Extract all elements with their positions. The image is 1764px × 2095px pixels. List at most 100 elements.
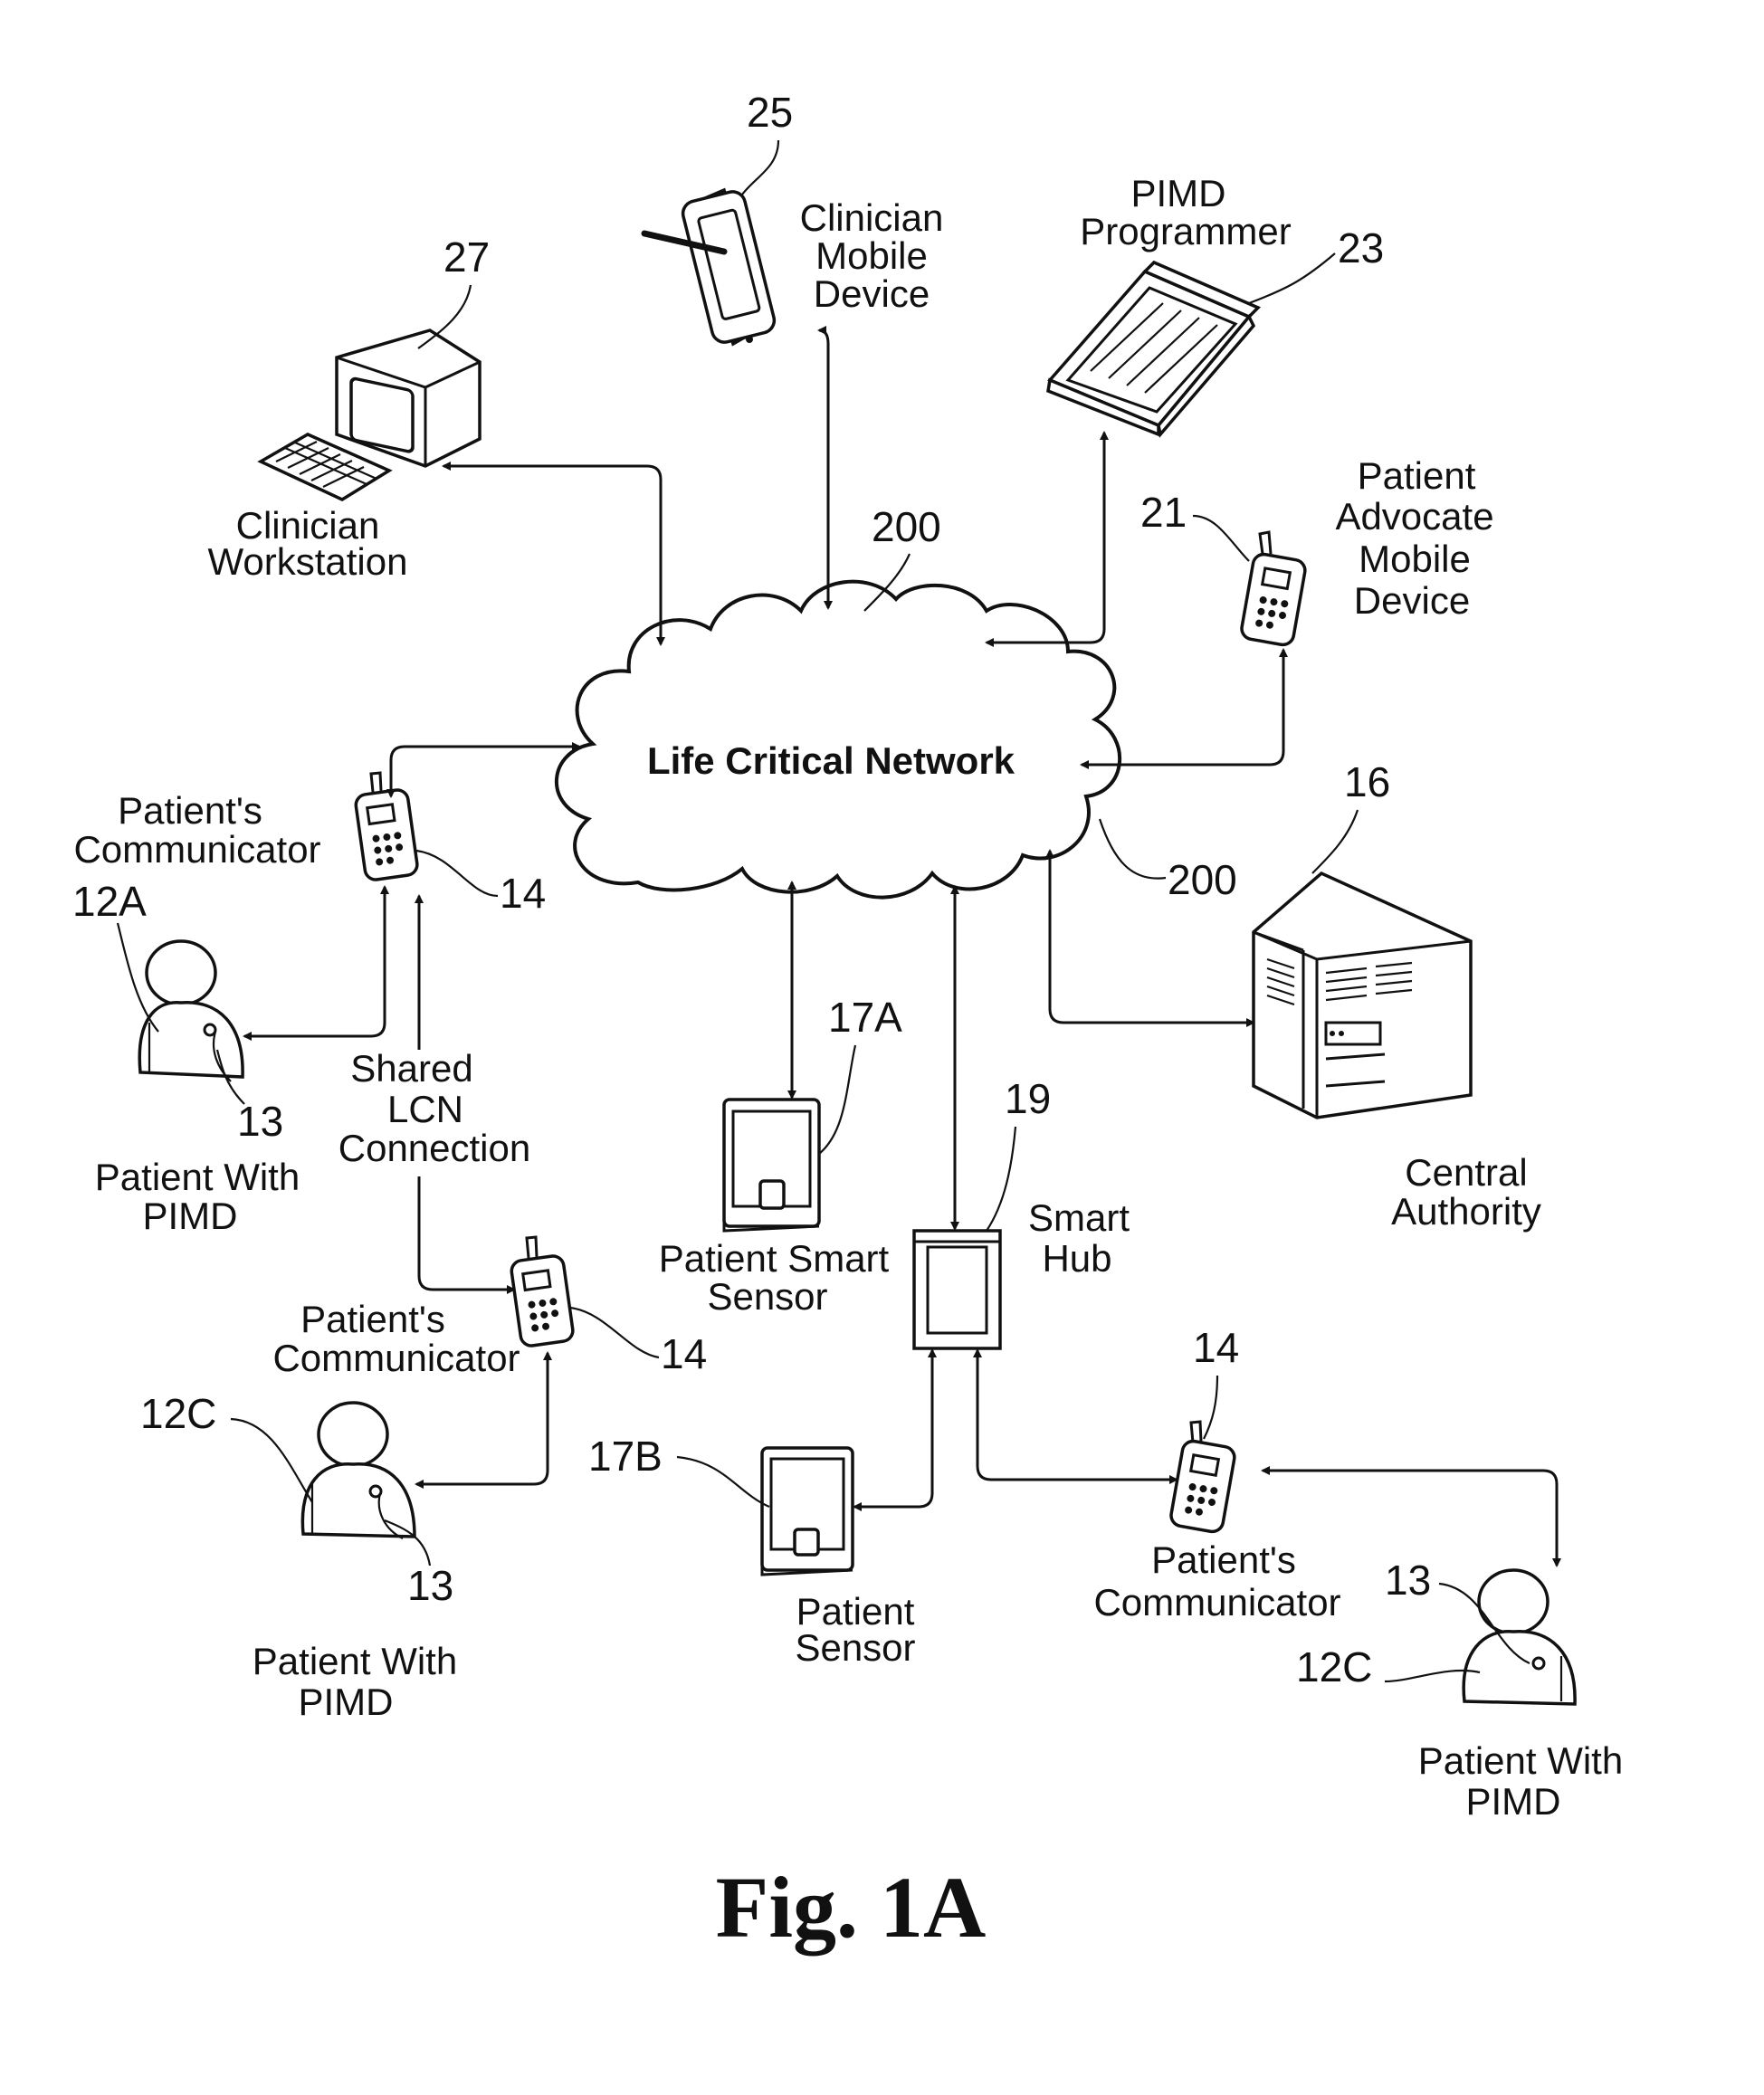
advocate-phone-icon: [1240, 532, 1307, 646]
ref-200-right: 200: [1168, 856, 1237, 903]
patient-a-ref: 12A: [72, 878, 147, 925]
workstation-monitor-icon: [337, 330, 480, 466]
smart-sensor-device-icon: [724, 1100, 819, 1231]
smart-sensor-label-1: Patient Smart: [659, 1237, 890, 1280]
pimd-programmer: 23 PIMD Programmer: [1048, 172, 1384, 434]
shared-lcn-label-3: Connection: [338, 1127, 530, 1169]
advocate-ref: 21: [1140, 489, 1187, 536]
clinician-mobile-label-3: Device: [814, 272, 930, 315]
communicator-c-label-2: Communicator: [1093, 1581, 1340, 1624]
link-workstation-network: [443, 466, 661, 644]
link-hub-patientsensor: [854, 1350, 932, 1507]
tablet-stylus-icon: [644, 189, 777, 345]
patients-communicator-b: 14 Patient's Communicator: [272, 1237, 707, 1379]
leader-14-a: [416, 851, 498, 896]
server-icon: [1254, 873, 1471, 1118]
workstation-ref: 27: [443, 233, 490, 281]
patient-c-ref: 12C: [1296, 1643, 1372, 1690]
communicator-a-label-1: Patient's: [118, 789, 262, 832]
patients-communicator-c: 14 Patient's Communicator: [1093, 1324, 1340, 1624]
network-label-main: Life Critical Network: [647, 739, 1015, 782]
leader-12c-b: [231, 1419, 312, 1502]
communicator-a-phone-icon: [355, 773, 419, 881]
advocate-label-2: Advocate: [1335, 495, 1493, 538]
leader-25: [742, 140, 778, 195]
smart-hub-ref: 19: [1005, 1075, 1051, 1122]
workstation-label-2: Workstation: [208, 540, 408, 583]
patient-sensor-device-icon: [762, 1448, 853, 1575]
shared-lcn-connection: Shared LCN Connection: [338, 1047, 530, 1169]
leader-14-b: [570, 1308, 659, 1357]
smart-hub: 19 Smart Hub: [914, 1075, 1130, 1348]
shared-lcn-label-2: LCN: [387, 1088, 463, 1130]
link-commA-patientA: [244, 887, 385, 1036]
smart-hub-label-2: Hub: [1042, 1237, 1111, 1280]
patient-a-pimd-ref: 13: [237, 1098, 283, 1145]
link-commC-patientC: [1263, 1471, 1557, 1566]
central-authority-label-1: Central: [1405, 1151, 1527, 1194]
communicator-b-label-2: Communicator: [272, 1337, 520, 1379]
patient-b-label-1: Patient With: [253, 1640, 457, 1682]
advocate-label-4: Device: [1354, 579, 1470, 622]
pimd-programmer-label-1: PIMD: [1131, 172, 1226, 214]
link-mobile-network: [819, 330, 828, 608]
link-shared-down: [419, 1176, 514, 1290]
central-authority-ref: 16: [1344, 758, 1390, 805]
leader-200-right: [1100, 819, 1166, 879]
patient-a-label-2: PIMD: [143, 1195, 238, 1237]
patient-a-person-icon: [139, 941, 243, 1081]
patient-b: 12C 13 Patient With PIMD: [140, 1390, 457, 1723]
ref-200-top: 200: [872, 503, 941, 550]
patient-c-label-1: Patient With: [1418, 1739, 1623, 1782]
patient-advocate-mobile-device: 21 Patient Advocate Mobile Device: [1140, 454, 1494, 646]
patient-b-label-2: PIMD: [299, 1681, 394, 1723]
advocate-label-1: Patient: [1358, 454, 1476, 497]
leader-19: [987, 1127, 1015, 1231]
patient-b-person-icon: [302, 1403, 415, 1538]
patient-a-label-1: Patient With: [95, 1156, 300, 1198]
clinician-workstation: 27 Clinician Workstation: [208, 233, 491, 583]
patient-sensor-label-2: Sensor: [795, 1626, 915, 1669]
laptop-icon: [1048, 262, 1258, 434]
shared-lcn-label-1: Shared: [350, 1047, 472, 1090]
link-hub-commC: [977, 1350, 1177, 1480]
clinician-mobile-ref: 25: [747, 89, 793, 136]
smart-sensor-label-2: Sensor: [707, 1275, 827, 1318]
leader-21: [1193, 516, 1249, 561]
patient-smart-sensor: 17A Patient Smart Sensor: [659, 994, 902, 1318]
leader-17a: [819, 1045, 855, 1154]
central-authority-label-2: Authority: [1391, 1190, 1541, 1233]
patient-sensor: 17B Patient Sensor: [588, 1433, 916, 1669]
patient-c-label-2: PIMD: [1466, 1780, 1561, 1823]
patient-a: 12A 13 Patient With PIMD: [72, 878, 300, 1237]
clinician-mobile-label-2: Mobile: [815, 234, 928, 277]
patient-b-pimd-ref: 13: [407, 1562, 453, 1609]
communicator-a-label-2: Communicator: [73, 828, 320, 871]
leader-23: [1249, 253, 1335, 303]
leader-14-c: [1204, 1376, 1217, 1439]
communicator-c-phone-icon: [1169, 1422, 1236, 1533]
patient-b-ref: 12C: [140, 1390, 216, 1437]
link-commA-network: [391, 747, 579, 796]
central-authority: 16 Central Authority: [1254, 758, 1541, 1233]
communicator-a-ref: 14: [500, 870, 546, 917]
clinician-mobile-label-1: Clinician: [800, 196, 944, 239]
patient-c: 13 12C Patient With PIMD: [1296, 1557, 1623, 1823]
communicator-b-label-1: Patient's: [300, 1298, 445, 1340]
clinician-mobile-device: 25 Clinician Mobile Device: [644, 89, 943, 345]
smart-hub-label-1: Smart: [1028, 1196, 1130, 1239]
patient-c-pimd-ref: 13: [1385, 1557, 1431, 1604]
leader-16: [1312, 810, 1358, 873]
communicator-b-ref: 14: [661, 1330, 707, 1377]
communicator-c-label-1: Patient's: [1151, 1538, 1296, 1581]
advocate-label-3: Mobile: [1359, 538, 1471, 580]
smart-sensor-ref: 17A: [828, 994, 902, 1041]
pimd-programmer-ref: 23: [1338, 224, 1384, 271]
pimd-programmer-label-2: Programmer: [1080, 210, 1291, 252]
figure-caption: Fig. 1A: [716, 1859, 987, 1956]
leader-17b: [677, 1457, 769, 1507]
patient-sensor-ref: 17B: [588, 1433, 663, 1480]
smart-hub-device-icon: [914, 1231, 1000, 1348]
communicator-c-ref: 14: [1193, 1324, 1239, 1371]
